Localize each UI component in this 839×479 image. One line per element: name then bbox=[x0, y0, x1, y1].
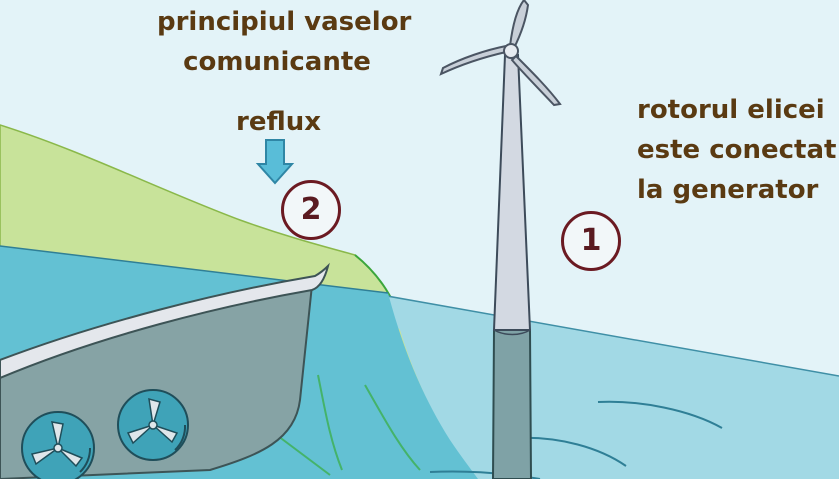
marker-2-badge: 2 bbox=[281, 180, 341, 240]
principle-label-line2: comunicante bbox=[183, 47, 371, 77]
rotor-label-line3: la generator bbox=[637, 175, 819, 205]
rotor-label-line2: este conectat bbox=[637, 135, 837, 165]
water-stroke bbox=[317, 374, 343, 471]
sea-open-surface-line bbox=[369, 292, 839, 377]
rotor-label: rotorul elicei este conectat la generato… bbox=[637, 90, 836, 210]
underwater-turbine-left-icon bbox=[21, 411, 95, 479]
tower-base-seam bbox=[493, 329, 531, 336]
water-stroke bbox=[364, 384, 421, 471]
reflux-label: reflux bbox=[236, 107, 322, 137]
marker-1-badge: 1 bbox=[561, 211, 621, 271]
barrage-rim bbox=[0, 262, 330, 380]
rotor-label-line1: rotorul elicei bbox=[637, 95, 825, 125]
underwater-turbine-right-icon bbox=[117, 389, 189, 461]
reflux-arrow-icon bbox=[255, 139, 295, 185]
sea-basin-surface-line bbox=[0, 245, 389, 294]
principle-label: principiul vaselor comunicante bbox=[157, 2, 412, 82]
principle-label-line1: principiul vaselor bbox=[157, 7, 412, 37]
wind-rotor-icon bbox=[439, 0, 562, 107]
water-stroke bbox=[597, 400, 723, 429]
sea-open bbox=[370, 293, 839, 479]
tower-underwater bbox=[491, 329, 533, 479]
rotor-hub-icon bbox=[503, 43, 519, 59]
